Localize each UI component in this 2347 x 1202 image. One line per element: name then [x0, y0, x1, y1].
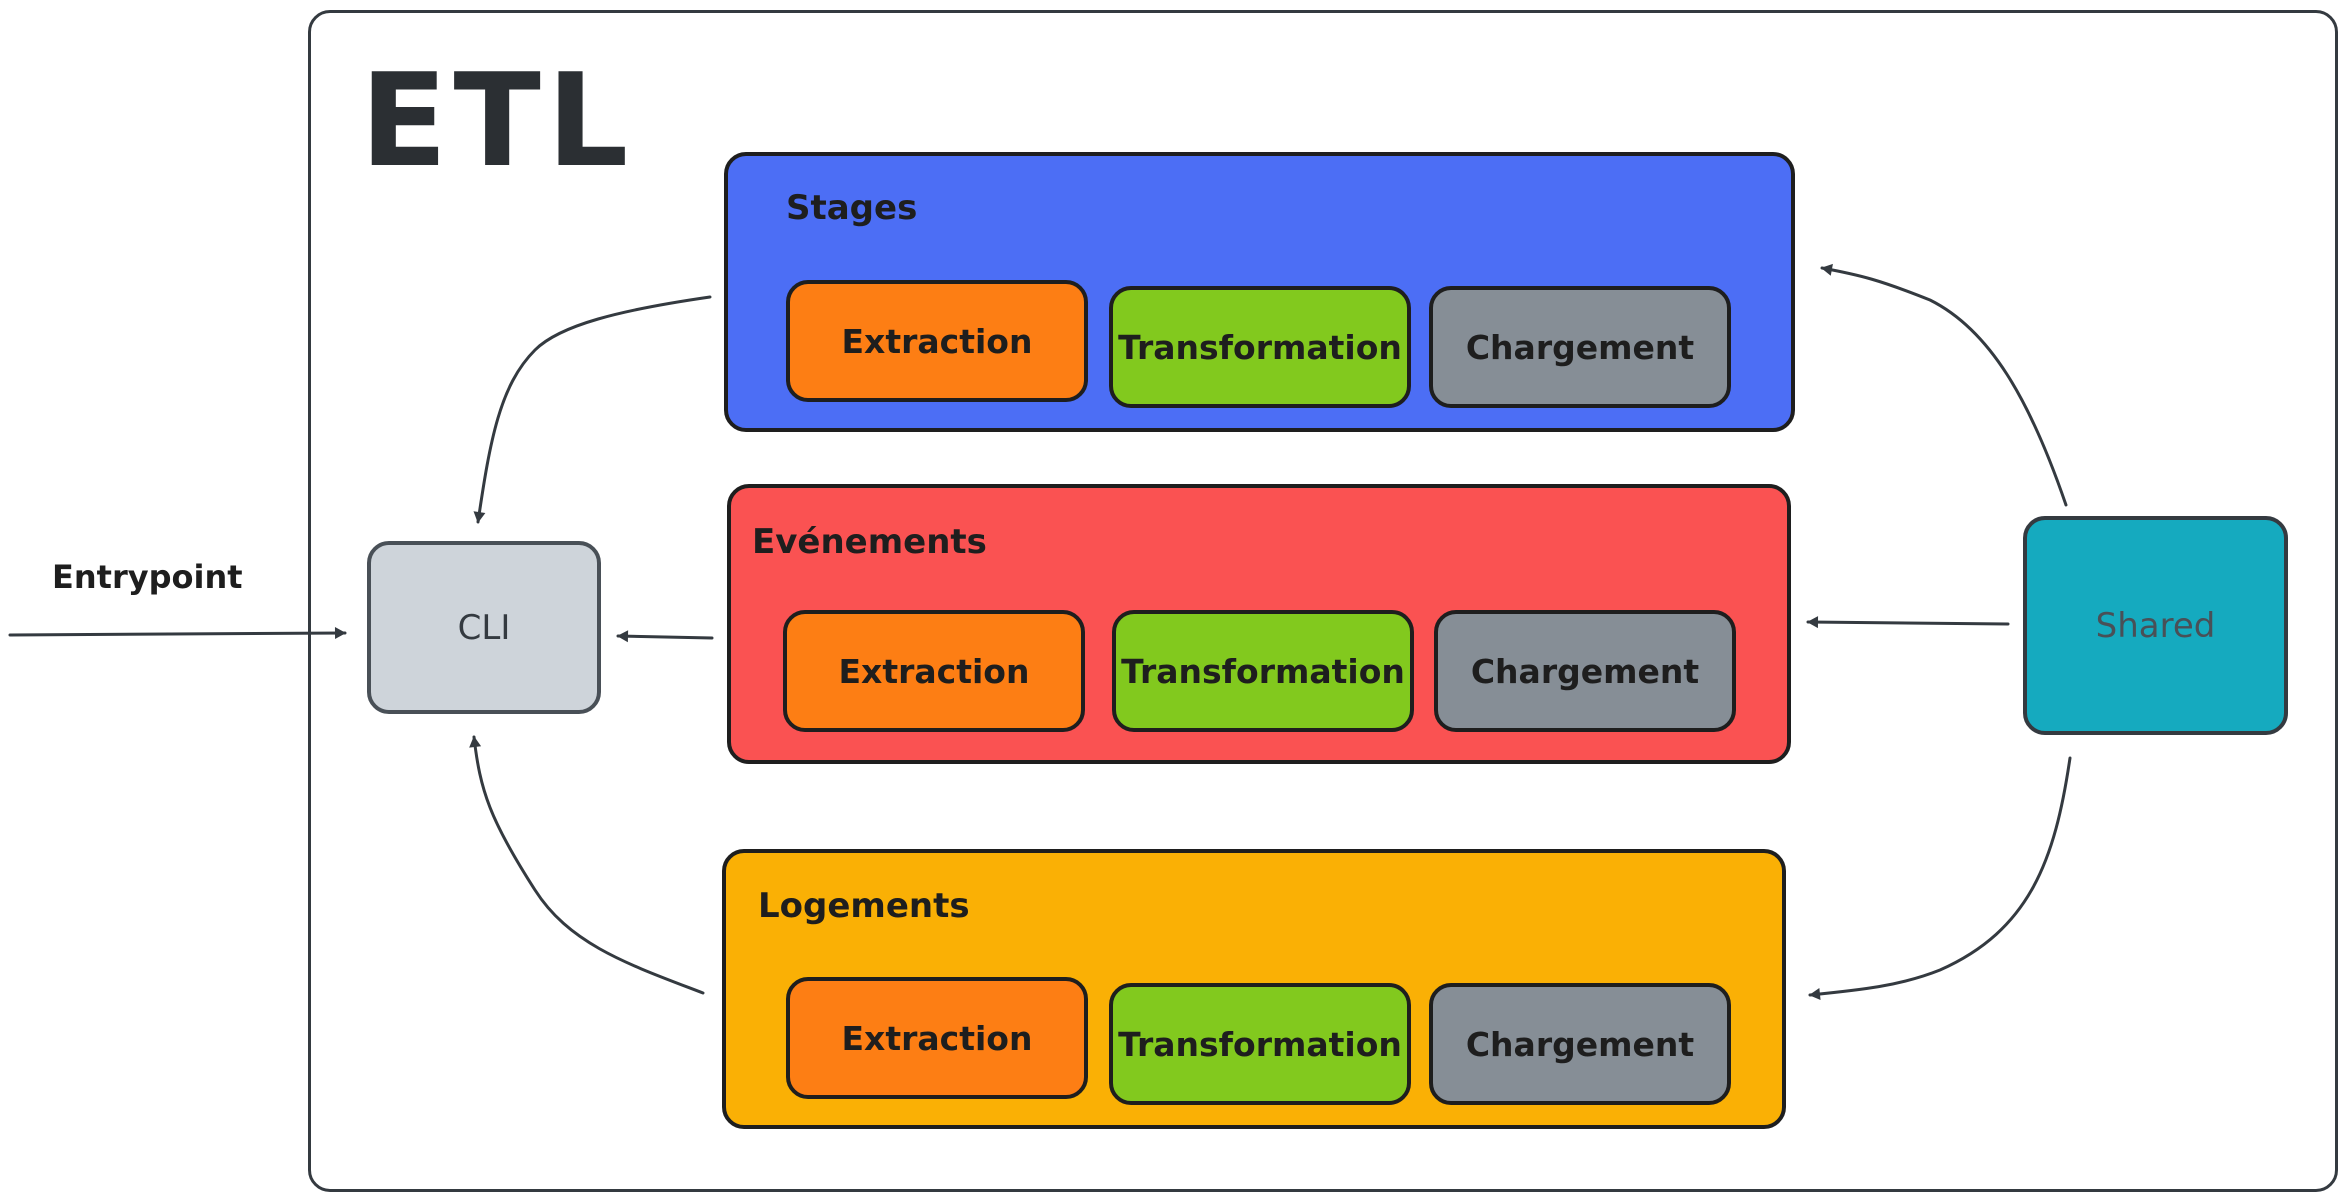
cli-node: CLI [367, 541, 601, 714]
step-label: Chargement [1470, 651, 1700, 691]
entrypoint-label: Entrypoint [52, 558, 243, 596]
step-label: Transformation [1118, 327, 1402, 367]
arrow-stages-to-cli [473, 295, 712, 524]
group-stages-label: Stages [786, 188, 918, 228]
step-label: Extraction [838, 651, 1030, 691]
arrow-shared-to-stages [1820, 263, 2068, 507]
stages-extraction-step: Extraction [786, 280, 1088, 402]
group-logements-label: Logements [758, 886, 970, 926]
stages-chargement-step: Chargement [1429, 286, 1731, 408]
step-label: Transformation [1118, 1024, 1402, 1064]
arrow-shared-to-logements [1808, 756, 2072, 1000]
group-evenements-label: Evénements [752, 522, 987, 562]
arrow-shared-to-evenements [1806, 616, 2010, 629]
logements-transformation-step: Transformation [1109, 983, 1411, 1105]
step-label: Chargement [1465, 327, 1695, 367]
arrow-evenements-to-cli [616, 630, 714, 643]
evenements-transformation-step: Transformation [1112, 610, 1414, 732]
step-label: Extraction [841, 1018, 1033, 1058]
stages-transformation-step: Transformation [1109, 286, 1411, 408]
arrow-logements-to-cli [469, 735, 705, 995]
logements-chargement-step: Chargement [1429, 983, 1731, 1105]
step-label: Extraction [841, 321, 1033, 361]
shared-node: Shared [2023, 516, 2288, 735]
arrow-entrypoint-to-cli [8, 627, 347, 640]
logements-extraction-step: Extraction [786, 977, 1088, 1099]
step-label: Chargement [1465, 1024, 1695, 1064]
shared-label: Shared [2095, 605, 2216, 646]
evenements-extraction-step: Extraction [783, 610, 1085, 732]
evenements-chargement-step: Chargement [1434, 610, 1736, 732]
cli-label: CLI [457, 607, 511, 648]
etl-title: ETL [360, 47, 635, 196]
step-label: Transformation [1121, 651, 1405, 691]
